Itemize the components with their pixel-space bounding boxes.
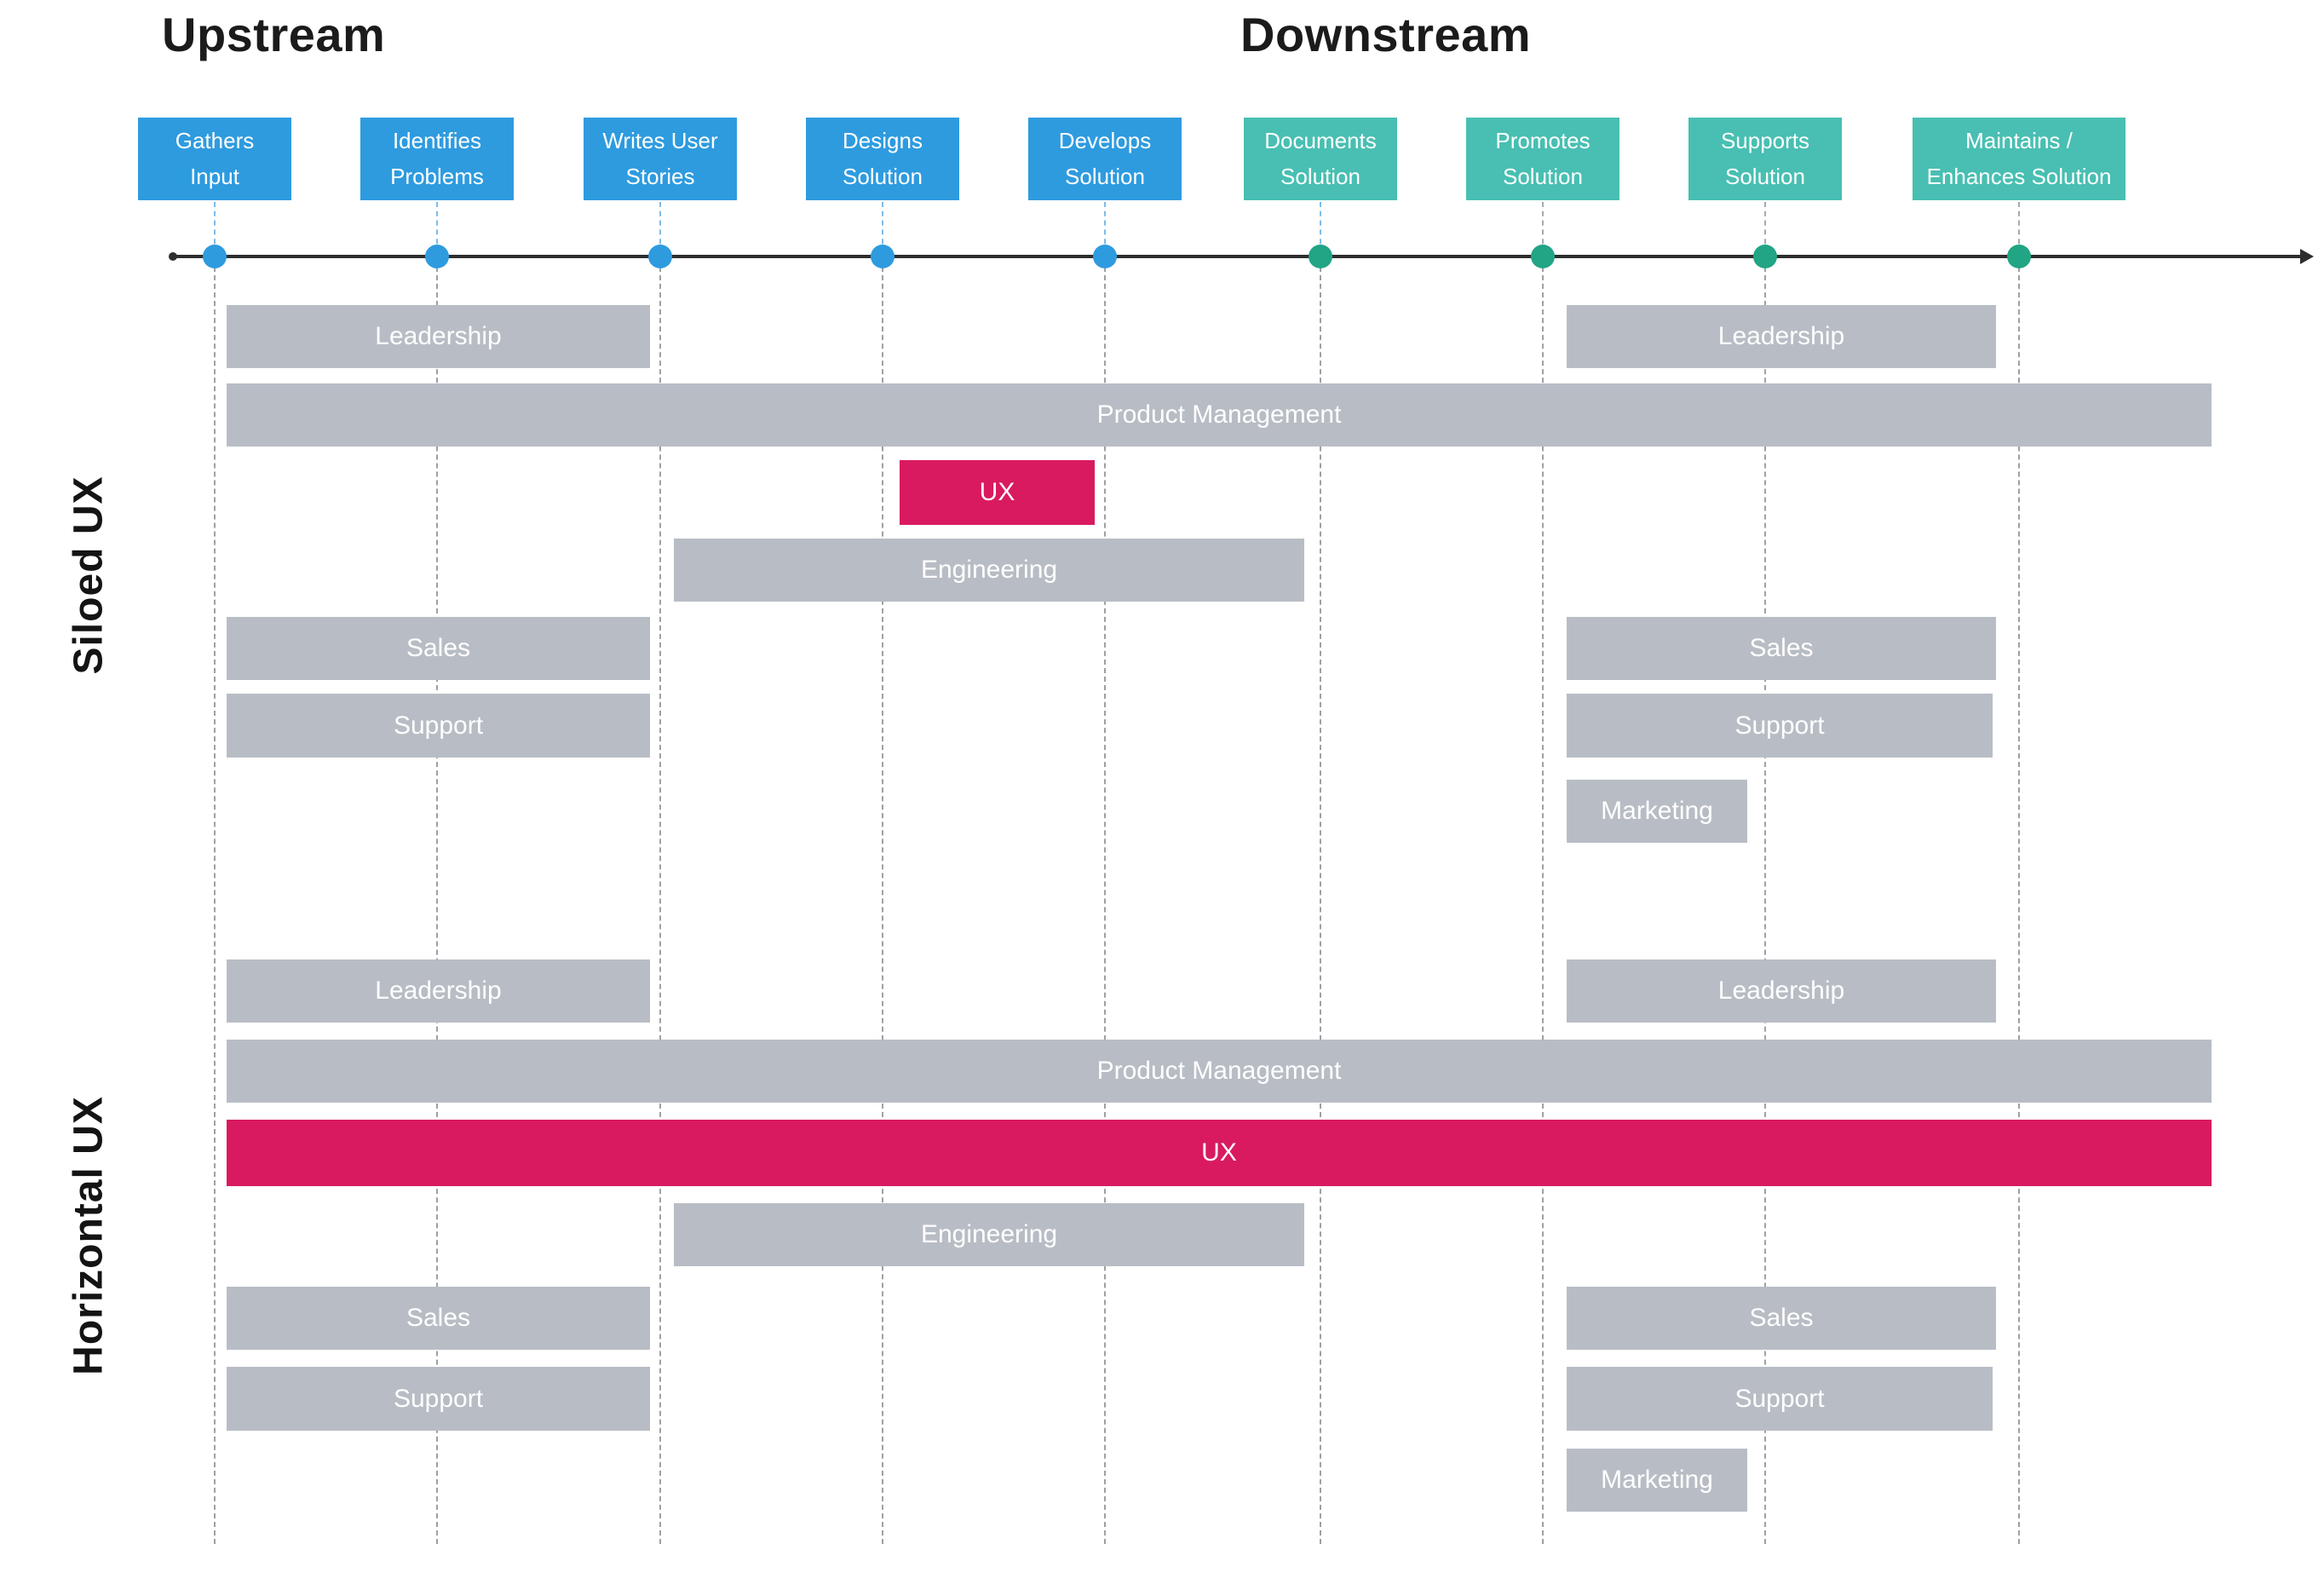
stage-connector-promotes-solution	[1542, 202, 1544, 253]
bar-siloed-ux-ux: UX	[900, 460, 1095, 525]
bar-siloed-ux-engineering: Engineering	[674, 539, 1304, 602]
bar-siloed-ux-support: Support	[1567, 694, 1993, 758]
stage-box-writes-user-stories: Writes User Stories	[584, 118, 737, 200]
stage-connector-designs-solution	[882, 202, 883, 253]
timeline-guide-documents-solution	[1320, 258, 1321, 1544]
stage-connector-supports-solution	[1764, 202, 1766, 253]
stage-box-identifies-problems: Identifies Problems	[360, 118, 514, 200]
timeline-line	[173, 255, 2300, 258]
timeline-guide-develops-solution	[1104, 258, 1106, 1544]
stage-connector-documents-solution	[1320, 202, 1321, 253]
stage-box-develops-solution: Develops Solution	[1028, 118, 1182, 200]
timeline-arrowhead-icon	[2300, 249, 2314, 264]
timeline-dot-writes-user-stories	[648, 245, 672, 268]
timeline-dot-identifies-problems	[425, 245, 449, 268]
timeline-dot-gathers-input	[203, 245, 227, 268]
stage-connector-maintains-enhances-solution	[2018, 202, 2020, 253]
bar-horizontal-ux-leadership: Leadership	[227, 959, 650, 1023]
bar-horizontal-ux-marketing: Marketing	[1567, 1449, 1747, 1512]
stage-box-maintains-enhances-solution: Maintains / Enhances Solution	[1913, 118, 2126, 200]
stage-connector-gathers-input	[214, 202, 216, 253]
bar-horizontal-ux-support: Support	[1567, 1367, 1993, 1431]
timeline-dot-supports-solution	[1753, 245, 1777, 268]
timeline-guide-identifies-problems	[436, 258, 438, 1544]
stage-box-documents-solution: Documents Solution	[1244, 118, 1397, 200]
stage-box-designs-solution: Designs Solution	[806, 118, 959, 200]
timeline-dot-promotes-solution	[1531, 245, 1555, 268]
timeline-guide-supports-solution	[1764, 258, 1766, 1544]
timeline-guide-promotes-solution	[1542, 258, 1544, 1544]
stage-connector-develops-solution	[1104, 202, 1106, 253]
timeline-dot-maintains-enhances-solution	[2007, 245, 2031, 268]
bar-siloed-ux-marketing: Marketing	[1567, 780, 1747, 843]
bar-horizontal-ux-leadership: Leadership	[1567, 959, 1996, 1023]
bar-horizontal-ux-product-management: Product Management	[227, 1040, 2212, 1103]
bar-horizontal-ux-sales: Sales	[227, 1287, 650, 1350]
bar-siloed-ux-sales: Sales	[227, 617, 650, 680]
stage-connector-writes-user-stories	[659, 202, 661, 253]
timeline-guide-designs-solution	[882, 258, 883, 1544]
timeline-dot-designs-solution	[871, 245, 895, 268]
bar-horizontal-ux-engineering: Engineering	[674, 1203, 1304, 1266]
bar-siloed-ux-leadership: Leadership	[227, 305, 650, 368]
timeline-dot-develops-solution	[1093, 245, 1117, 268]
bar-horizontal-ux-sales: Sales	[1567, 1287, 1996, 1350]
stage-box-promotes-solution: Promotes Solution	[1466, 118, 1619, 200]
timeline-start-dot	[169, 252, 177, 261]
timeline-guide-gathers-input	[214, 258, 216, 1544]
bar-siloed-ux-product-management: Product Management	[227, 383, 2212, 447]
bar-siloed-ux-support: Support	[227, 694, 650, 758]
bar-horizontal-ux-ux: UX	[227, 1120, 2212, 1186]
timeline-dot-documents-solution	[1309, 245, 1332, 268]
siloed-ux-section-label: Siloed UX	[66, 475, 112, 675]
bar-siloed-ux-leadership: Leadership	[1567, 305, 1996, 368]
timeline-guide-maintains-enhances-solution	[2018, 258, 2020, 1544]
stage-box-gathers-input: Gathers Input	[138, 118, 291, 200]
bar-horizontal-ux-support: Support	[227, 1367, 650, 1431]
downstream-title: Downstream	[1240, 8, 1532, 61]
bar-siloed-ux-sales: Sales	[1567, 617, 1996, 680]
stage-connector-identifies-problems	[436, 202, 438, 253]
upstream-title: Upstream	[162, 8, 386, 61]
timeline-guide-writes-user-stories	[659, 258, 661, 1544]
stage-box-supports-solution: Supports Solution	[1688, 118, 1842, 200]
horizontal-ux-section-label: Horizontal UX	[66, 1096, 112, 1375]
